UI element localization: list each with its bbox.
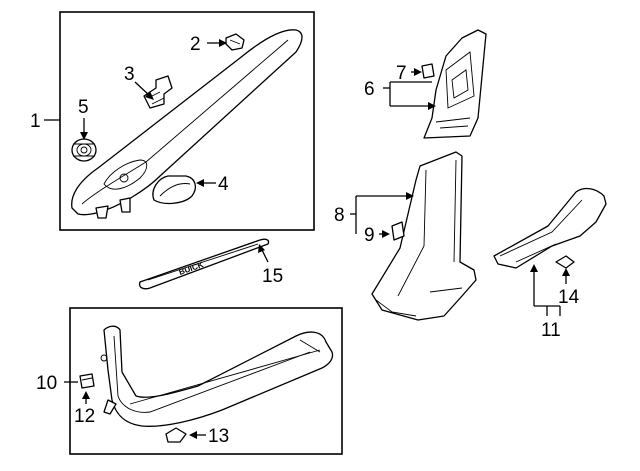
b-pillar-lower-trim xyxy=(371,151,477,321)
a-pillar-trim xyxy=(71,29,303,219)
b-pillar-upper-trim xyxy=(423,29,487,139)
callout-2: 2 xyxy=(190,34,201,55)
group-box-1 xyxy=(59,11,315,231)
clip-part-2 xyxy=(225,33,245,51)
callout-13: 13 xyxy=(208,426,229,447)
callout-1: 1 xyxy=(30,111,41,132)
clip-part-14 xyxy=(555,255,575,269)
callout-15: 15 xyxy=(262,266,283,287)
clip-part-12 xyxy=(79,373,95,389)
callout-7: 7 xyxy=(396,63,407,84)
speaker-grille xyxy=(71,138,97,162)
cover-part-4 xyxy=(152,175,197,205)
callout-11: 11 xyxy=(541,320,561,341)
callout-3: 3 xyxy=(124,64,135,85)
callout-9: 9 xyxy=(364,225,375,246)
callout-4: 4 xyxy=(218,174,229,195)
callout-5: 5 xyxy=(78,97,89,118)
callout-14: 14 xyxy=(558,287,580,308)
callout-10: 10 xyxy=(36,373,57,394)
front-sill-trim xyxy=(100,325,334,427)
bracket-part-3 xyxy=(143,75,173,109)
clip-part-13 xyxy=(165,427,187,443)
scuff-plate-part-15: BUICK xyxy=(138,238,270,290)
callout-12: 12 xyxy=(74,406,95,427)
scuff-plate-logo: BUICK xyxy=(178,260,205,277)
callout-8: 8 xyxy=(334,205,345,226)
clip-part-9 xyxy=(391,221,405,241)
clip-part-7 xyxy=(421,63,435,79)
callout-6: 6 xyxy=(364,79,375,100)
group-box-10 xyxy=(69,307,343,455)
rear-sill-trim xyxy=(493,187,607,269)
